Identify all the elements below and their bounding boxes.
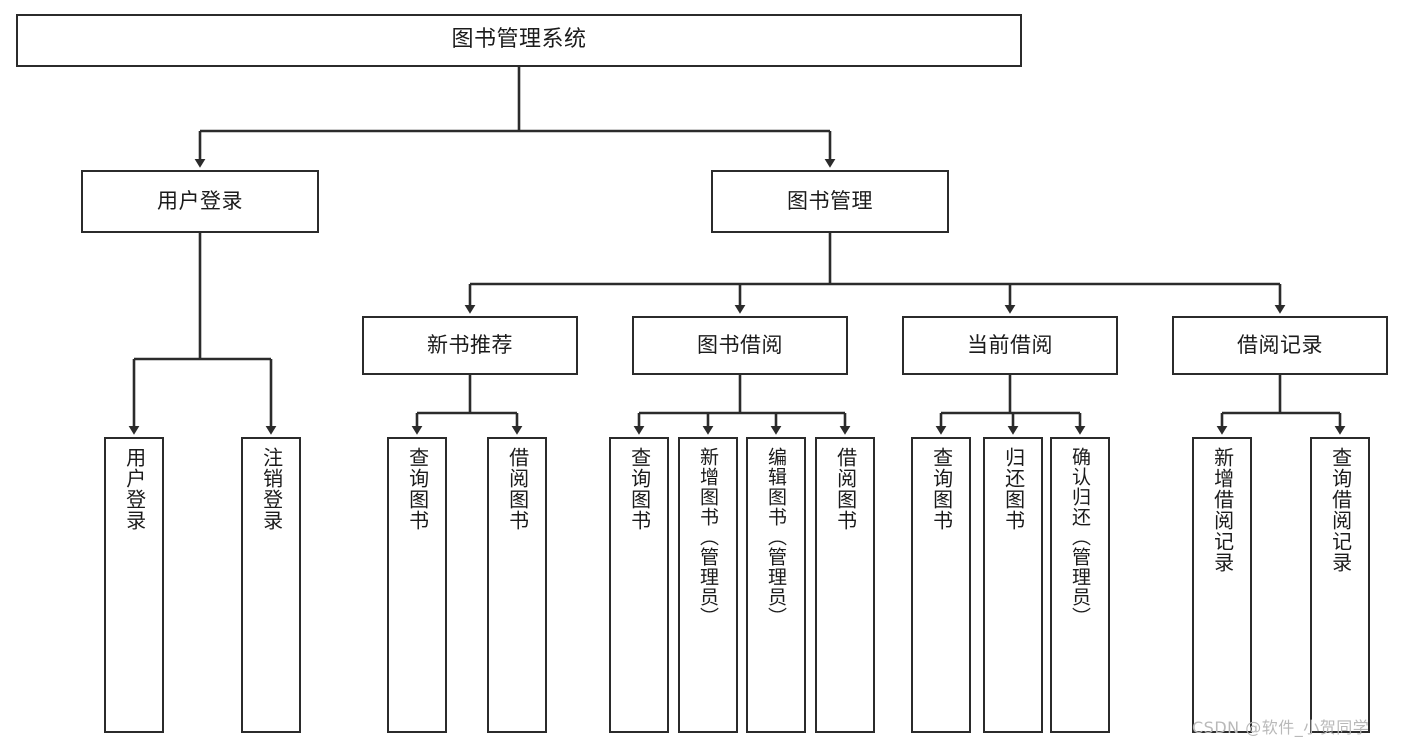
node-leaf-query-book-recommend-label: 查询图书	[405, 447, 430, 531]
node-root-label: 图书管理系统	[451, 27, 587, 53]
node-leaf-query-book-borrow-label: 查询图书	[627, 447, 652, 531]
node-leaf-confirm-return-admin-label: 确认归还（管理员）	[1069, 447, 1092, 627]
node-leaf-logout-label: 注销登录	[259, 447, 284, 531]
node-leaf-add-book-admin[interactable]: 新增图书（管理员）	[678, 437, 738, 733]
node-borrow-records[interactable]: 借阅记录	[1172, 316, 1388, 375]
node-leaf-user-login[interactable]: 用户登录	[104, 437, 164, 733]
node-leaf-query-book-borrow[interactable]: 查询图书	[609, 437, 669, 733]
node-leaf-add-book-admin-label: 新增图书（管理员）	[697, 447, 720, 627]
node-user-login-label: 用户登录	[157, 188, 243, 213]
node-new-book-recommend[interactable]: 新书推荐	[362, 316, 578, 375]
node-leaf-query-book-recommend[interactable]: 查询图书	[387, 437, 447, 733]
node-leaf-add-borrow-record-label: 新增借阅记录	[1210, 447, 1235, 573]
node-leaf-query-book-current[interactable]: 查询图书	[911, 437, 971, 733]
node-leaf-edit-book-admin-label: 编辑图书（管理员）	[765, 447, 788, 627]
node-leaf-return-book-label: 归还图书	[1001, 447, 1026, 531]
node-book-borrow-label: 图书借阅	[697, 332, 783, 357]
node-current-borrow[interactable]: 当前借阅	[902, 316, 1118, 375]
node-user-login[interactable]: 用户登录	[81, 170, 319, 233]
node-leaf-add-borrow-record[interactable]: 新增借阅记录	[1192, 437, 1252, 733]
csdn-watermark: CSDN @软件_小贺同学	[1192, 718, 1370, 737]
node-leaf-logout[interactable]: 注销登录	[241, 437, 301, 733]
node-book-management-label: 图书管理	[787, 188, 873, 213]
node-leaf-edit-book-admin[interactable]: 编辑图书（管理员）	[746, 437, 806, 733]
node-leaf-query-book-current-label: 查询图书	[929, 447, 954, 531]
node-book-management[interactable]: 图书管理	[711, 170, 949, 233]
node-leaf-borrow-book[interactable]: 借阅图书	[815, 437, 875, 733]
node-leaf-borrow-book-label: 借阅图书	[833, 447, 858, 531]
node-new-book-recommend-label: 新书推荐	[427, 332, 513, 357]
node-leaf-borrow-book-recommend-label: 借阅图书	[505, 447, 530, 531]
node-borrow-records-label: 借阅记录	[1237, 332, 1323, 357]
node-leaf-borrow-book-recommend[interactable]: 借阅图书	[487, 437, 547, 733]
node-leaf-return-book[interactable]: 归还图书	[983, 437, 1043, 733]
node-leaf-query-borrow-record[interactable]: 查询借阅记录	[1310, 437, 1370, 733]
node-leaf-confirm-return-admin[interactable]: 确认归还（管理员）	[1050, 437, 1110, 733]
node-root[interactable]: 图书管理系统	[16, 14, 1022, 67]
node-current-borrow-label: 当前借阅	[967, 332, 1053, 357]
node-leaf-user-login-label: 用户登录	[122, 447, 147, 531]
node-leaf-query-borrow-record-label: 查询借阅记录	[1328, 447, 1353, 573]
node-book-borrow[interactable]: 图书借阅	[632, 316, 848, 375]
